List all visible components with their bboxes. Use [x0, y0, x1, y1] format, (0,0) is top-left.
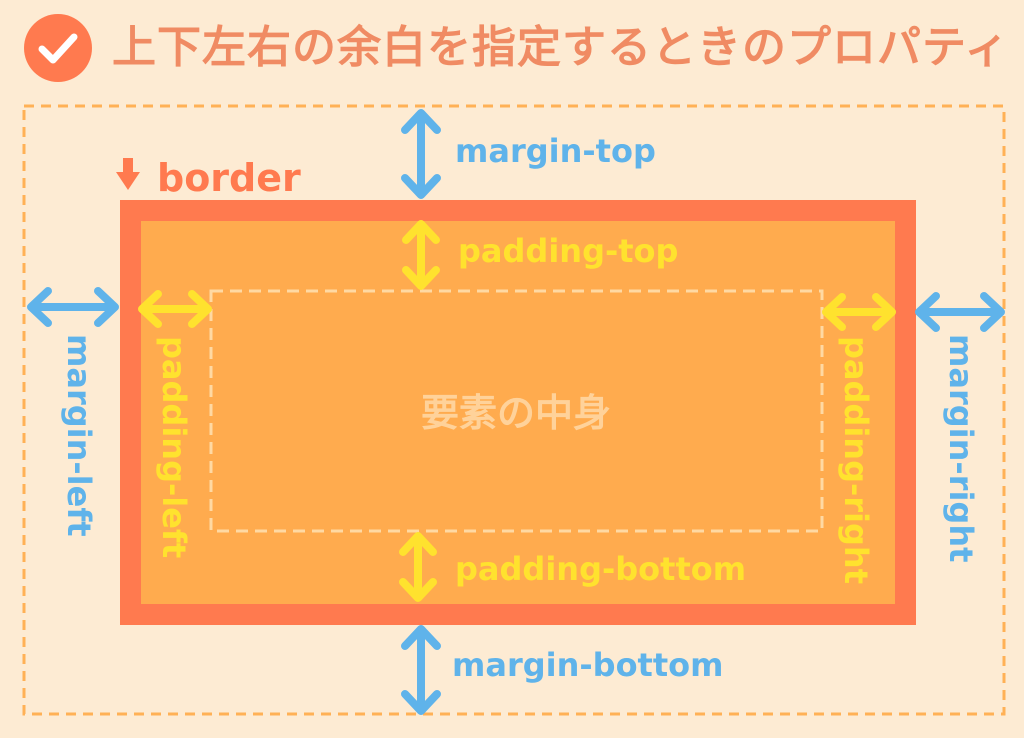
- arrow-down-icon: [116, 158, 140, 190]
- content-label: 要素の中身: [421, 391, 611, 435]
- margin-left-label: margin-left: [60, 334, 98, 537]
- padding-bottom-arrow-icon: [399, 532, 437, 602]
- content-outline: [209, 289, 824, 533]
- padding-left-label: padding-left: [155, 336, 193, 558]
- margin-left-arrow-icon: [27, 287, 119, 327]
- margin-top-arrow-icon: [401, 109, 441, 199]
- padding-bottom-label: padding-bottom: [455, 550, 746, 588]
- padding-top-arrow-icon: [402, 220, 440, 290]
- margin-bottom-arrow-icon: [401, 625, 441, 715]
- padding-left-arrow-icon: [138, 290, 212, 328]
- check-circle-icon: [24, 14, 92, 82]
- padding-right-label: padding-right: [837, 336, 875, 584]
- margin-bottom-label: margin-bottom: [452, 646, 723, 684]
- page-title: 上下左右の余白を指定するときのプロパティ: [112, 22, 1010, 73]
- margin-right-label: margin-right: [942, 334, 980, 562]
- margin-top-label: margin-top: [455, 132, 656, 170]
- padding-area: [141, 221, 895, 604]
- padding-right-arrow-icon: [822, 293, 896, 331]
- padding-top-label: padding-top: [458, 232, 678, 270]
- margin-outline: [22, 104, 1006, 716]
- margin-right-arrow-icon: [915, 292, 1005, 332]
- border-label: border: [157, 156, 301, 200]
